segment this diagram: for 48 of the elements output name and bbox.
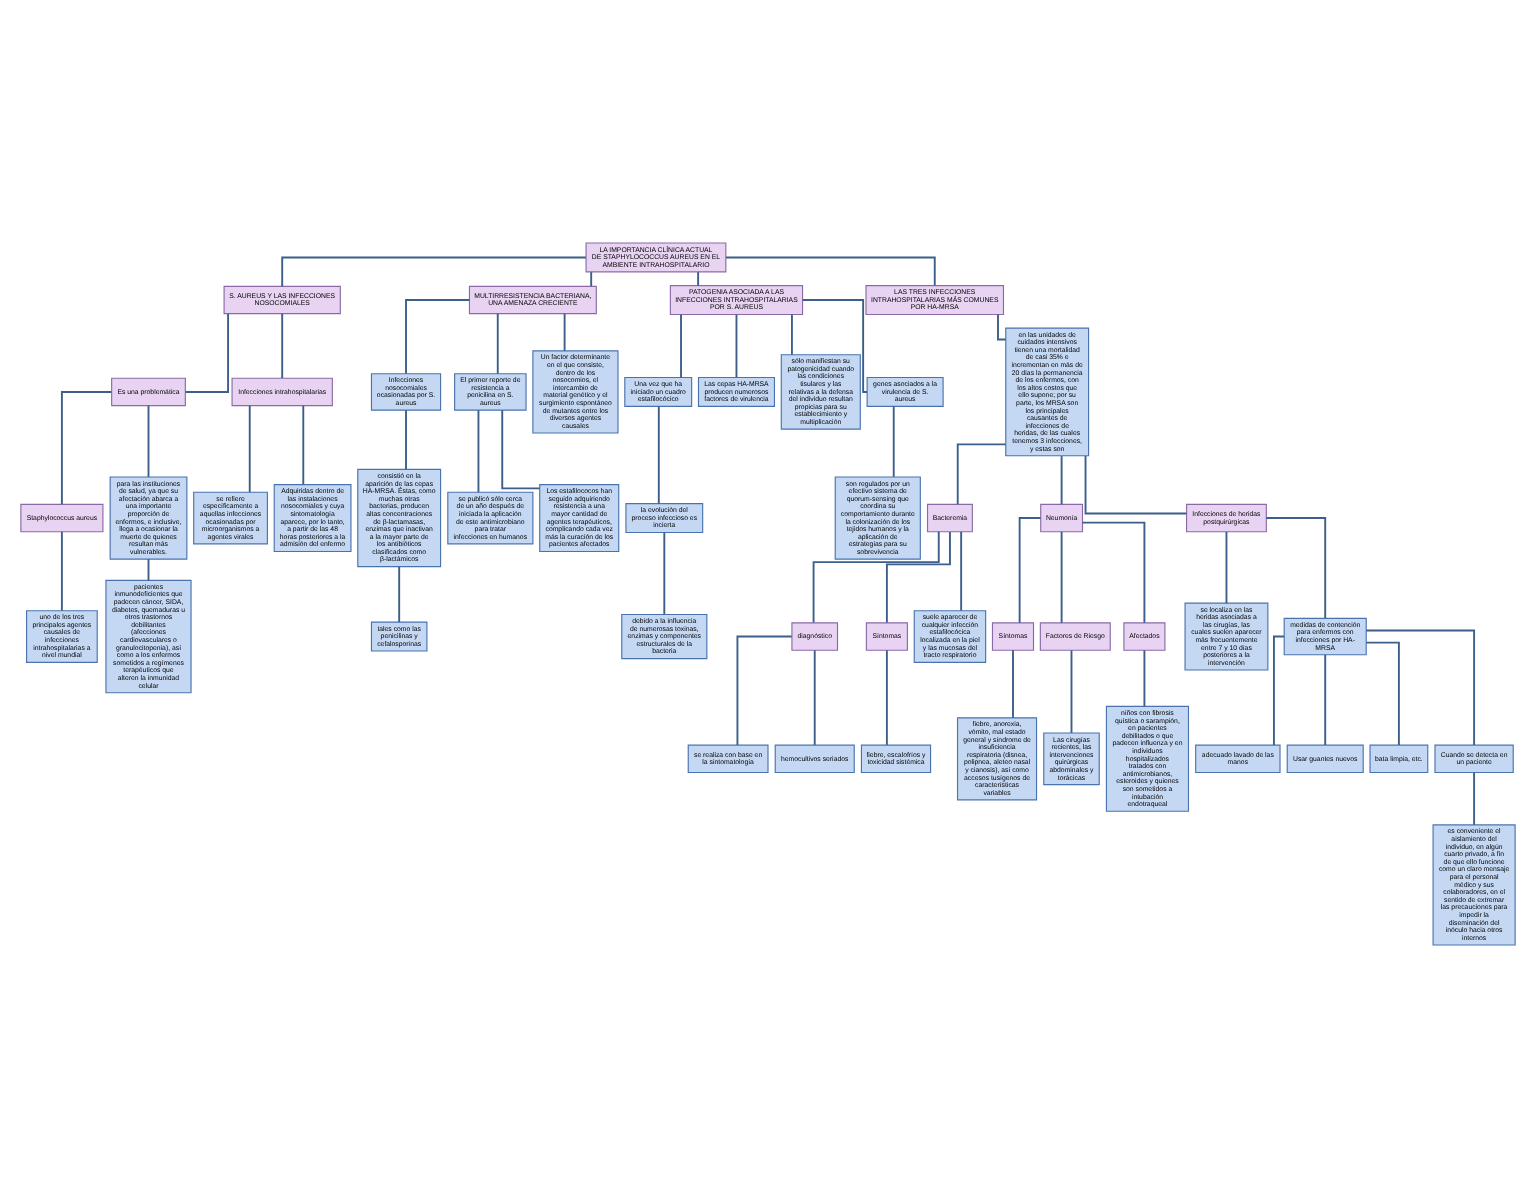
connector <box>1070 649 1073 734</box>
connector <box>697 271 700 287</box>
connector <box>496 312 499 375</box>
connector <box>813 649 816 746</box>
connector <box>398 565 401 624</box>
connector <box>1365 629 1476 747</box>
connector <box>885 531 951 624</box>
connector <box>1265 517 1327 620</box>
connector <box>147 404 150 478</box>
connector <box>590 271 593 287</box>
connector <box>1225 530 1228 605</box>
connector <box>405 299 471 375</box>
connector <box>184 312 229 393</box>
connector <box>790 313 793 356</box>
connector <box>1143 649 1146 708</box>
connector <box>680 313 682 379</box>
connector <box>1012 649 1014 719</box>
connector <box>956 443 1007 506</box>
connector <box>563 312 566 352</box>
connector <box>892 405 895 478</box>
connector <box>60 391 113 506</box>
connector <box>812 530 940 624</box>
connector <box>302 404 305 486</box>
connector <box>1081 521 1146 624</box>
connector <box>1084 454 1188 515</box>
connector <box>1273 635 1285 746</box>
connector <box>1324 653 1327 746</box>
connector <box>1018 517 1042 624</box>
connector <box>997 313 1007 341</box>
connector <box>725 256 936 287</box>
connector <box>801 299 868 393</box>
connector <box>1060 530 1063 624</box>
connector <box>1060 455 1063 506</box>
connector <box>1473 771 1476 826</box>
connector <box>885 649 888 746</box>
connector <box>405 409 407 471</box>
connector <box>281 312 284 380</box>
connector <box>657 405 660 505</box>
connector <box>60 530 63 612</box>
connector <box>1365 641 1400 746</box>
connector <box>663 531 666 616</box>
connector <box>248 404 251 494</box>
connector <box>147 558 150 582</box>
connector <box>736 635 793 746</box>
connector <box>477 409 480 493</box>
connector <box>281 256 587 288</box>
connector <box>960 530 963 612</box>
connector <box>735 313 738 379</box>
